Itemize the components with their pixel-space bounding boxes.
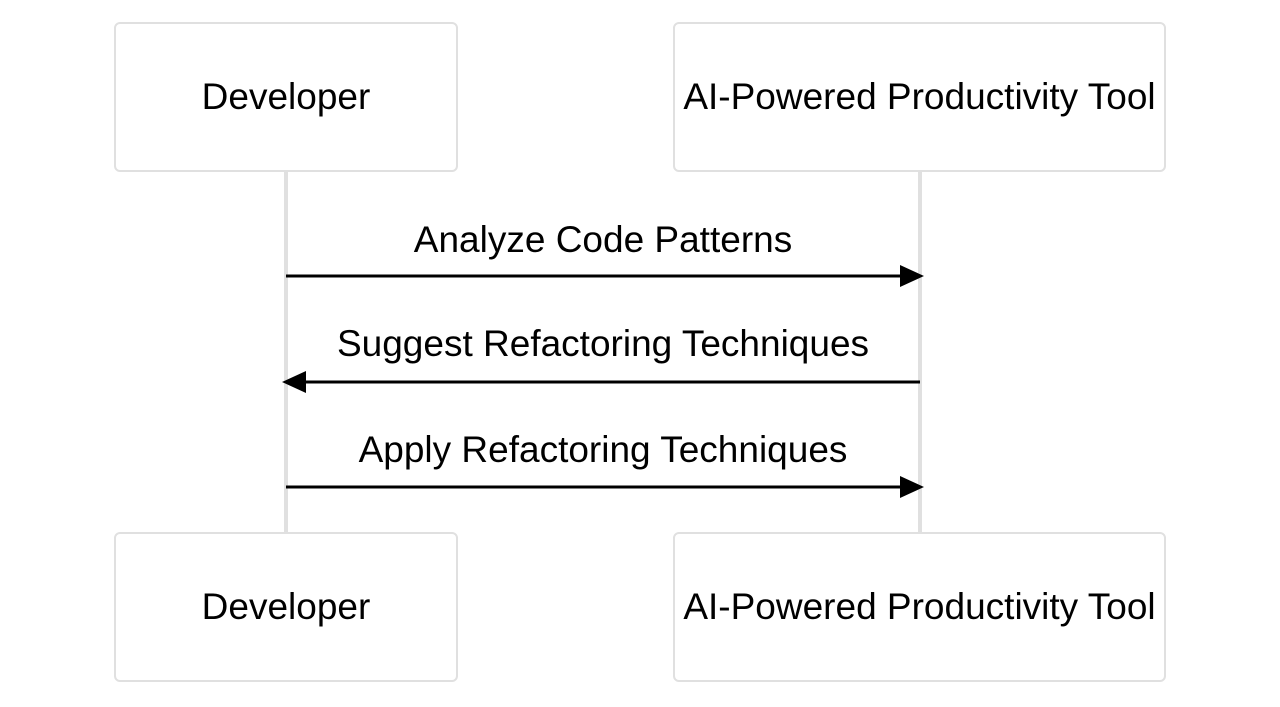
developer-lifeline [284, 172, 288, 532]
ai-tool-actor-label: AI-Powered Productivity Tool [683, 76, 1156, 117]
developer-actor-label: Developer [201, 586, 371, 627]
ai-tool-actor-label: AI-Powered Productivity Tool [683, 586, 1156, 627]
ai-tool-actor-bottom: AI-Powered Productivity Tool [673, 532, 1166, 682]
message-label-1: Analyze Code Patterns [413, 219, 793, 260]
developer-actor-label: Developer [201, 76, 371, 117]
developer-actor-bottom: Developer [114, 532, 458, 682]
ai-tool-lifeline [918, 172, 922, 532]
message-label-3: Apply Refactoring Techniques [358, 429, 848, 470]
developer-actor-top: Developer [114, 22, 458, 172]
message-arrow-2 [282, 371, 920, 393]
message-arrow-3 [286, 476, 924, 498]
message-label-2: Suggest Refactoring Techniques [336, 323, 870, 364]
ai-tool-actor-top: AI-Powered Productivity Tool [673, 22, 1166, 172]
message-arrow-1 [286, 265, 924, 287]
